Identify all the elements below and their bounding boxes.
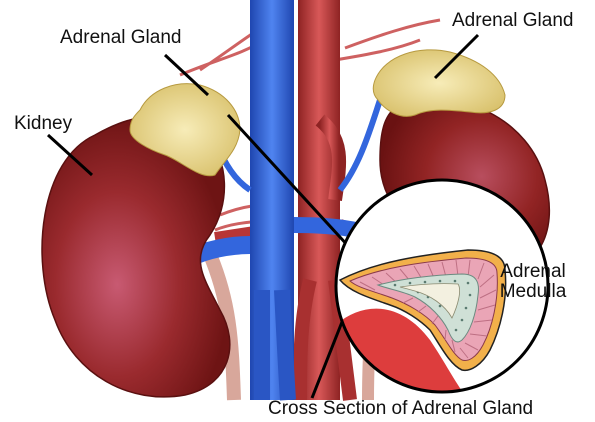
- adrenal-gland-right: [373, 50, 505, 117]
- label-adrenal-medulla-line1: Adrenal: [488, 262, 578, 282]
- label-cross-section: Cross Section of Adrenal Gland: [268, 399, 533, 419]
- label-adrenal-medulla-line2: Medulla: [488, 282, 578, 302]
- label-adrenal-gland-left: Adrenal Gland: [60, 28, 181, 48]
- label-adrenal-medulla: Adrenal Medulla: [488, 262, 578, 302]
- label-kidney: Kidney: [14, 114, 72, 134]
- label-adrenal-gland-right: Adrenal Gland: [452, 11, 573, 31]
